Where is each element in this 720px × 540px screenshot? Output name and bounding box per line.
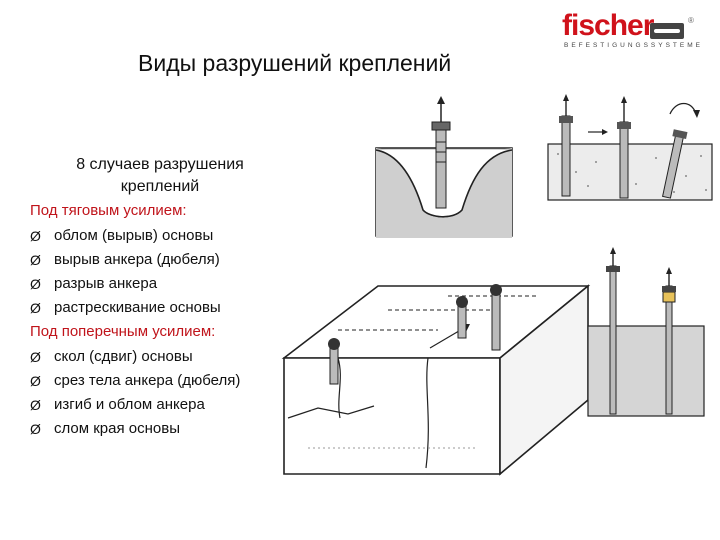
arrow-bullet-icon: Ø: [30, 373, 41, 389]
arrow-bullet-icon: Ø: [30, 300, 41, 316]
arrow-bullet-icon: Ø: [30, 276, 41, 292]
arrow-bullet-icon: Ø: [30, 252, 41, 268]
shear-failure-block-illustration: [281, 284, 591, 476]
registered-mark: ®: [688, 16, 694, 25]
fischer-logo: fischer ® BEFESTIGUNGSSYSTEME: [562, 10, 702, 50]
section-heading-shear: Под поперечным усилием:: [30, 323, 216, 340]
arrow-bullet-icon: Ø: [30, 349, 41, 365]
page-title: Виды разрушений креплений: [138, 50, 452, 76]
slide-subtitle: 8 случаев разрушения креплений: [76, 156, 244, 195]
cone-breakout-illustration: [375, 96, 513, 238]
arrow-bullet-icon: Ø: [30, 421, 41, 437]
anchor-pullout-illustration: [547, 94, 713, 201]
logo-badge-icon: [650, 23, 684, 39]
arrow-bullet-icon: Ø: [30, 397, 41, 413]
logo-tagline: BEFESTIGUNGSSYSTEME: [564, 42, 703, 49]
anchor-splitting-illustration: [587, 247, 705, 417]
logo-wordmark: fischer: [562, 9, 654, 42]
section-heading-tension: Под тяговым усилием:: [30, 202, 187, 219]
arrow-bullet-icon: Ø: [30, 228, 41, 244]
